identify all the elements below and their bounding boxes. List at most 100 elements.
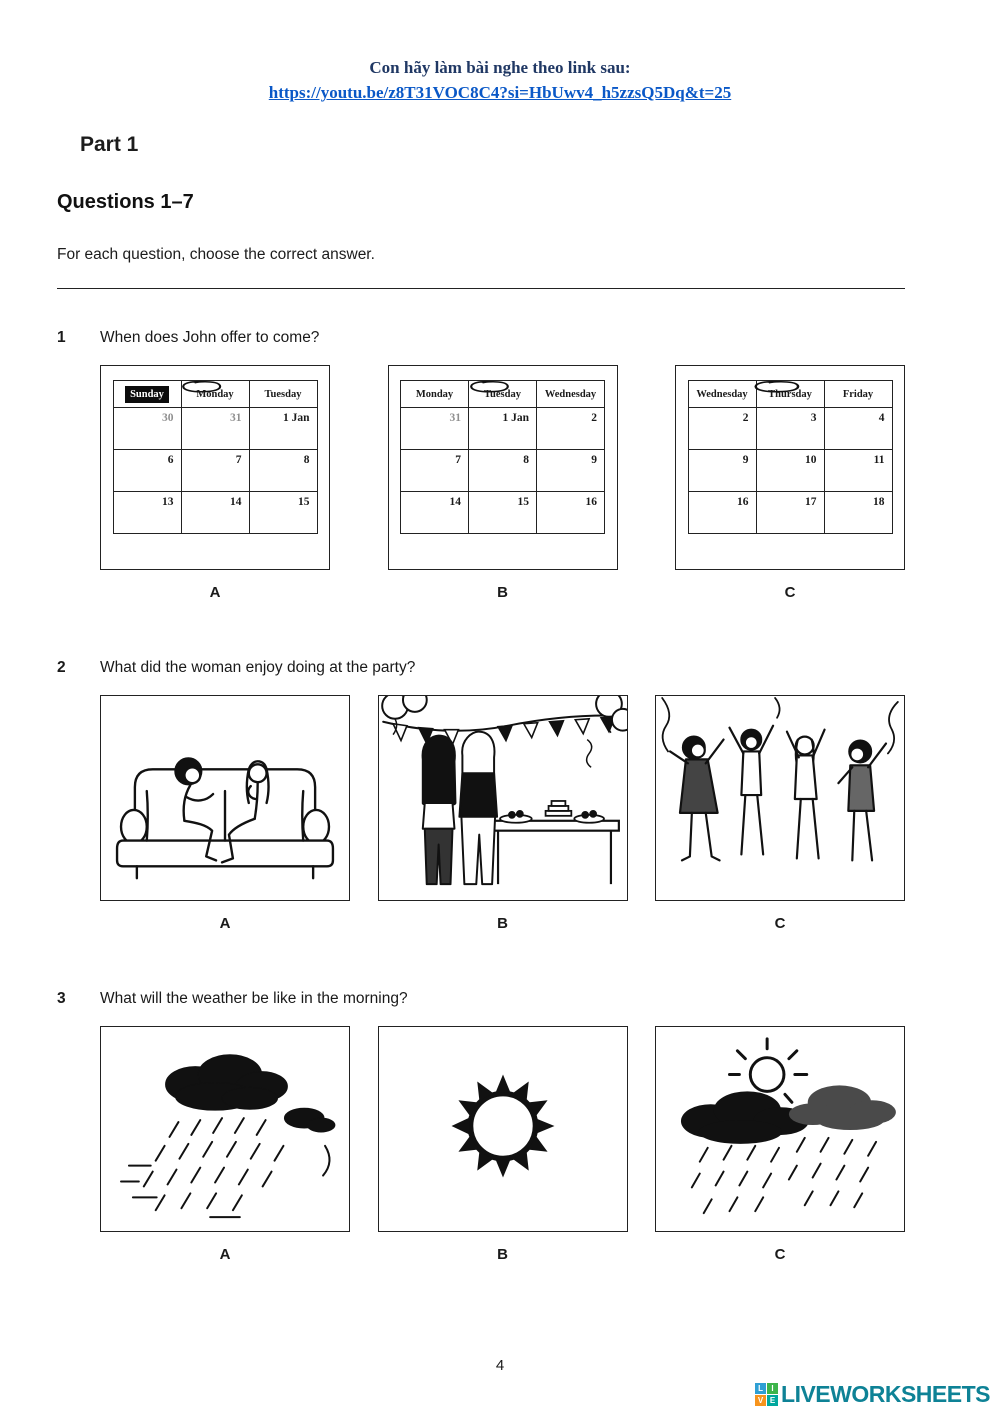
questions-range-title: Questions 1–7 <box>57 191 194 213</box>
option-image-q1-a[interactable]: Sunday Monday Tuesday 30 31 <box>100 365 330 570</box>
calendar-date: 8 <box>248 449 318 492</box>
women-talking-sofa-illustration <box>115 757 335 880</box>
calendar-date: 11 <box>823 449 893 492</box>
option-q3-b: B <box>377 1026 628 1263</box>
listening-instruction: Con hãy làm bài nghe theo link sau: <box>369 58 631 77</box>
calendar-cell: Tuesday <box>468 380 537 408</box>
option-image-q3-b[interactable] <box>377 1026 628 1232</box>
calendar-day-circled: Monday <box>182 380 236 401</box>
logo-letter: E <box>767 1395 779 1406</box>
calendar-date: 2 <box>687 407 757 450</box>
calendar-day: Wednesday <box>696 388 748 400</box>
calendar-date: 14 <box>400 491 469 534</box>
party-buffet-illustration <box>380 696 627 886</box>
calendar-cell: Friday <box>823 380 893 408</box>
question-1-head: 1 When does John offer to come? <box>57 329 1000 347</box>
question-text: When does John offer to come? <box>100 329 320 346</box>
calendar-date: 14 <box>180 491 250 534</box>
calendar-date: 4 <box>823 407 893 450</box>
calendar-date: 10 <box>755 449 825 492</box>
option-label: A <box>219 915 231 932</box>
calendar-date: 31 <box>180 407 250 450</box>
option-q1-b: Monday Tuesday Wednesday 31 1 J <box>387 365 618 601</box>
calendar-cell: Tuesday <box>248 380 318 408</box>
option-label: B <box>497 1246 508 1263</box>
people-dancing-illustration <box>661 697 899 862</box>
logo-letter: L <box>755 1383 767 1394</box>
divider-line <box>57 288 905 289</box>
calendar-date: 18 <box>823 491 893 534</box>
calendar-date: 30 <box>112 407 182 450</box>
option-label: A <box>219 1246 231 1263</box>
calendar-day: Friday <box>842 388 874 400</box>
option-image-q3-c[interactable] <box>655 1026 905 1232</box>
question-number: 3 <box>57 990 66 1007</box>
sun-icon <box>451 1074 554 1178</box>
option-label: B <box>497 915 508 932</box>
option-label: C <box>774 915 786 932</box>
calendar-date: 15 <box>468 491 537 534</box>
option-label: C <box>784 584 796 601</box>
calendar-date: 3 <box>755 407 825 450</box>
calendar-c: Wednesday Thursday Friday 2 3 <box>687 380 893 534</box>
option-image-q2-b[interactable] <box>377 695 628 901</box>
calendar-date: 9 <box>687 449 757 492</box>
calendar-cell: Thursday <box>754 380 825 408</box>
calendar-date: 9 <box>536 449 605 492</box>
calendar-date: 2 <box>536 407 605 450</box>
calendar-date: 15 <box>248 491 318 534</box>
calendar-date: 7 <box>180 449 250 492</box>
logo-letter: V <box>755 1395 767 1406</box>
brand-name: LIVEWORKSHEETS <box>781 1381 990 1407</box>
calendar-date: 8 <box>468 449 537 492</box>
calendar-a: Sunday Monday Tuesday 30 31 <box>112 380 318 534</box>
calendar-day: Monday <box>415 388 454 400</box>
calendar-date: 1 Jan <box>248 407 318 450</box>
question-3-head: 3 What will the weather be like in the mo… <box>57 990 1000 1008</box>
listening-note: Con hãy làm bài nghe theo link sau: http… <box>0 0 1000 103</box>
calendar-date: 13 <box>112 491 182 534</box>
option-image-q2-a[interactable] <box>100 695 350 901</box>
option-image-q1-b[interactable]: Monday Tuesday Wednesday 31 1 J <box>387 365 618 570</box>
calendar-day-label: Tuesday <box>484 388 521 400</box>
calendar-day-highlighted: Sunday <box>125 385 169 403</box>
calendar-cell: Sunday <box>112 380 182 408</box>
question-text: What did the woman enjoy doing at the pa… <box>100 659 416 676</box>
question-2-options: A <box>100 695 905 932</box>
option-label: B <box>497 584 508 601</box>
option-label: A <box>209 584 221 601</box>
option-q2-b: B <box>377 695 628 932</box>
calendar-date: 16 <box>536 491 605 534</box>
calendar-cell: Wednesday <box>536 380 605 408</box>
logo-squares-icon: L I V E <box>755 1383 779 1406</box>
option-q3-a: A <box>100 1026 350 1263</box>
youtube-link[interactable]: https://youtu.be/z8T31VOC8C4?si=HbUwv4_h… <box>268 83 732 102</box>
option-image-q1-c[interactable]: Wednesday Thursday Friday 2 3 <box>675 365 905 570</box>
logo-letter: I <box>767 1383 779 1394</box>
calendar-cell: Wednesday <box>687 380 757 408</box>
calendar-day-label: Monday <box>196 388 234 400</box>
sun-and-rain-icon <box>680 1037 896 1215</box>
calendar-date: 6 <box>112 449 182 492</box>
question-3-options: A B <box>100 1026 905 1263</box>
calendar-day-circled: Tuesday <box>470 380 524 401</box>
option-q1-a: Sunday Monday Tuesday 30 31 <box>100 365 330 601</box>
calendar-day-circled: Thursday <box>754 380 815 401</box>
option-label: C <box>774 1246 786 1263</box>
question-number: 1 <box>57 329 66 346</box>
calendar-cell: Monday <box>400 380 469 408</box>
calendar-date: 17 <box>755 491 825 534</box>
question-text: What will the weather be like in the mor… <box>100 990 408 1007</box>
question-1: 1 When does John offer to come? Sunday Mo… <box>0 329 1000 601</box>
option-image-q3-a[interactable] <box>100 1026 350 1232</box>
calendar-b: Monday Tuesday Wednesday 31 1 J <box>400 380 605 534</box>
calendar-date: 31 <box>400 407 469 450</box>
option-q3-c: C <box>655 1026 905 1263</box>
calendar-day: Tuesday <box>264 388 302 400</box>
part-title: Part 1 <box>80 133 139 156</box>
option-image-q2-c[interactable] <box>655 695 905 901</box>
liveworksheets-logo: L I V E LIVEWORKSHEETS <box>755 1381 990 1408</box>
calendar-day: Wednesday <box>544 388 597 400</box>
